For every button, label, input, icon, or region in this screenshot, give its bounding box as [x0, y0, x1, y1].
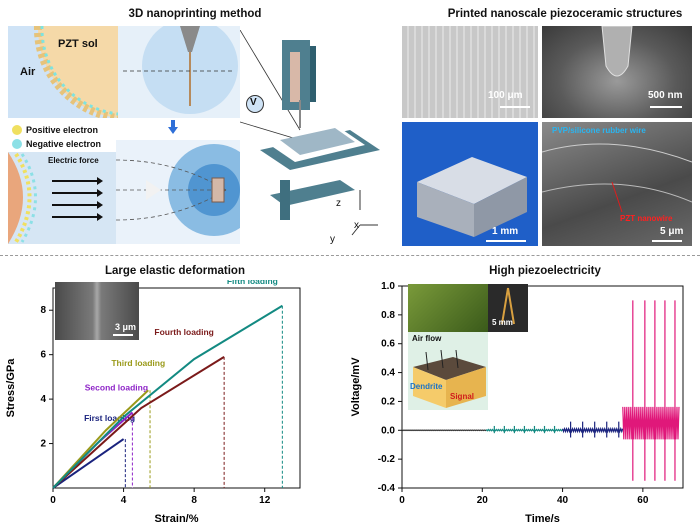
negative-electron-label: Negative electron — [26, 139, 102, 149]
printer-illustration — [239, 29, 390, 250]
scale-label-4: 5 μm — [660, 226, 684, 237]
signal-trace — [401, 429, 487, 432]
scale-label-3: 1 mm — [492, 226, 519, 237]
negative-electron-icon — [12, 139, 22, 149]
y-tick-label: 0.4 — [381, 368, 395, 379]
y-tick-label: -0.2 — [378, 454, 396, 465]
y-tick-label: 6 — [40, 350, 46, 361]
airflow-label: Air flow — [412, 334, 442, 343]
stress-inset-sem: 3 μm — [55, 282, 139, 340]
force-arrow — [52, 189, 103, 197]
series-label: Third loading — [111, 358, 165, 368]
x-tick-label: 60 — [637, 495, 649, 506]
charged-sol-illustration — [8, 152, 37, 244]
series-label: First loading — [84, 413, 135, 423]
sem-image-lines: 100 μm — [402, 26, 538, 118]
x-tick-label: 0 — [399, 495, 405, 506]
scale-bar — [500, 106, 530, 108]
scale-bar — [486, 240, 526, 242]
x-axis-label: Time/s — [525, 513, 560, 525]
plot-frame — [52, 287, 301, 489]
axis-z-label: z — [336, 198, 341, 209]
sol-label: PZT sol — [58, 38, 98, 50]
x-tick-label: 8 — [191, 495, 197, 506]
scale-bar — [650, 106, 682, 108]
y-axis-label: Stress/GPa — [5, 358, 17, 418]
plot-frame — [401, 285, 684, 489]
inset-scale-label: 5 mm — [492, 318, 513, 327]
y-axis-label: Voltage/mV — [350, 357, 362, 417]
sensor-illustration: Air flow Dendrite Signal — [408, 332, 488, 410]
dendrite-label: Dendrite — [410, 382, 443, 391]
positive-electron-icon — [12, 125, 22, 135]
voltage-chart-title: High piezoelectricity — [489, 265, 601, 277]
y-tick-label: 4 — [40, 394, 46, 405]
series-label: Fifth loading — [227, 280, 278, 286]
nanowire-illustration — [542, 143, 692, 213]
x-tick-label: 0 — [50, 495, 56, 506]
series-label: Second loading — [85, 382, 148, 392]
signal-label: Signal — [450, 392, 475, 401]
stress-chart-title: Large elastic deformation — [105, 265, 245, 277]
y-tick-label: 1.0 — [381, 281, 395, 292]
series-line — [52, 438, 125, 489]
axis-x-label: x — [354, 220, 359, 231]
inset-scale-label: 3 μm — [115, 322, 137, 332]
droplet-panel: PZT sol Air — [8, 26, 118, 118]
x-tick-label: 4 — [121, 495, 127, 506]
top-right-title: Printed nanoscale piezoceramic structure… — [447, 8, 683, 20]
nozzle-panel — [118, 26, 240, 118]
nanotip-illustration — [601, 26, 633, 77]
mosquito-photo — [408, 284, 488, 332]
y-tick-label: 8 — [40, 305, 46, 316]
wire-annotation: PVP/silicone rubber wire — [552, 126, 646, 135]
voltage-label: V — [250, 97, 257, 108]
field-panel — [116, 140, 240, 244]
voltage-source-icon — [246, 95, 264, 113]
antenna-sem: 5 mm — [488, 284, 528, 332]
nanowire-annotation: PZT nanowire — [620, 214, 673, 223]
scale-bar — [652, 240, 682, 242]
y-tick-label: 2 — [40, 439, 46, 450]
x-tick-label: 40 — [557, 495, 569, 506]
sem-image-tip: 500 nm — [542, 26, 692, 118]
force-arrow — [52, 177, 103, 185]
air-label: Air — [20, 66, 36, 78]
y-tick-label: 0.2 — [381, 396, 395, 407]
scale-bar — [113, 334, 133, 336]
signal-trace — [562, 426, 624, 434]
y-tick-label: 0.8 — [381, 310, 395, 321]
lattice-cube-illustration — [417, 157, 527, 237]
axis-y-label: y — [330, 234, 335, 245]
y-tick-label: -0.4 — [378, 483, 396, 494]
scale-label-2: 500 nm — [648, 90, 683, 101]
electric-force-panel: Electric force — [8, 152, 116, 244]
section-divider — [0, 255, 700, 256]
top-left-title: 3D nanoprinting method — [128, 8, 262, 20]
series-label: Fourth loading — [154, 327, 214, 337]
x-tick-label: 12 — [259, 495, 271, 506]
force-arrow — [52, 201, 103, 209]
photo-structure: 1 mm — [402, 122, 538, 246]
series-line — [52, 356, 225, 489]
down-arrow-icon — [168, 120, 178, 134]
signal-trace — [622, 406, 680, 440]
nozzle-illustration — [118, 26, 240, 118]
y-tick-label: 0.0 — [381, 425, 395, 436]
scale-label-1: 100 μm — [488, 90, 523, 101]
y-tick-label: 0.6 — [381, 339, 395, 350]
sem-image-wires: PVP/silicone rubber wire PZT nanowire 5 … — [542, 122, 692, 246]
x-axis-label: Strain/% — [154, 513, 198, 525]
x-tick-label: 20 — [477, 495, 489, 506]
force-arrow — [52, 213, 103, 221]
electric-field-illustration — [116, 144, 240, 236]
series-line — [52, 304, 283, 489]
positive-electron-label: Positive electron — [26, 125, 99, 135]
droplet-illustration — [33, 26, 118, 118]
electric-force-label: Electric force — [48, 156, 99, 165]
series-line — [52, 389, 149, 489]
